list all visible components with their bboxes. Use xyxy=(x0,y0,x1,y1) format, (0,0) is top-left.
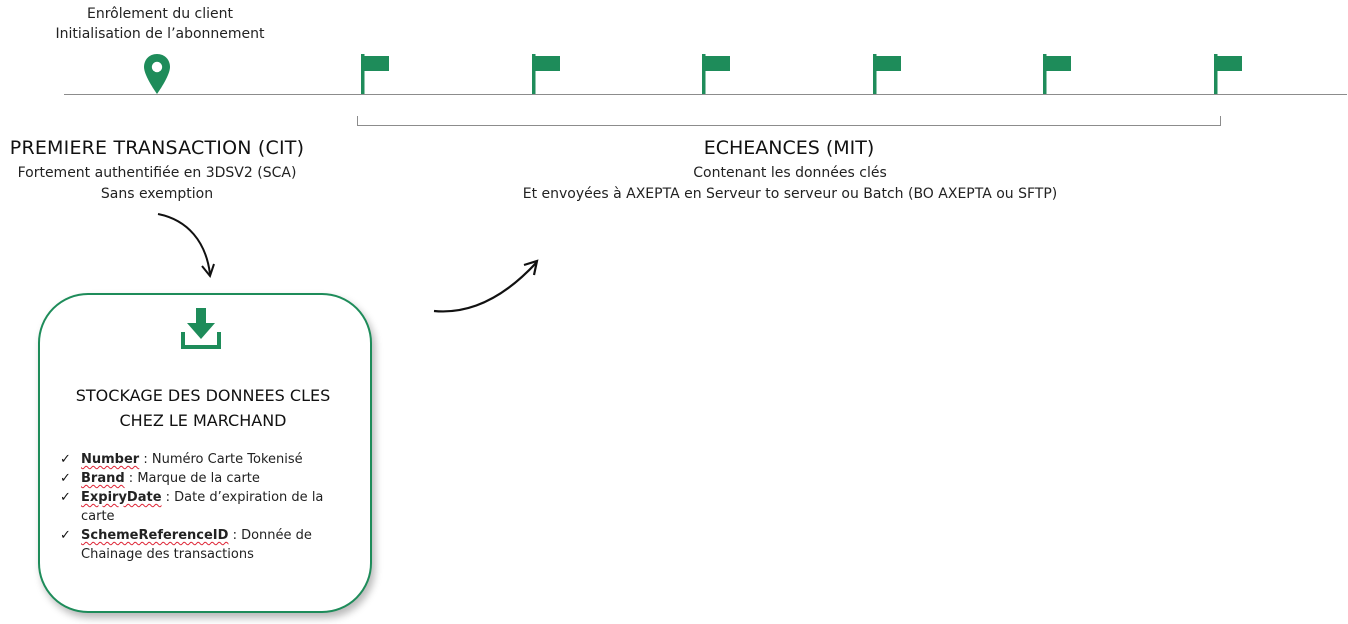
enrollment-label-line1: Enrôlement du client xyxy=(87,6,233,22)
key-name: SchemeReferenceID xyxy=(81,528,229,543)
download-icon xyxy=(181,308,221,349)
list-item: ✓ Number : Numéro Carte Tokenisé xyxy=(60,450,330,469)
storage-title-line1: STOCKAGE DES DONNEES CLES xyxy=(75,386,331,405)
key-desc: Donnée de Chainage des transactions xyxy=(81,528,312,562)
checkmark-icon: ✓ xyxy=(60,528,71,543)
key-desc: Numéro Carte Tokenisé xyxy=(151,452,303,467)
flag-icon xyxy=(1214,54,1242,94)
storage-card-title: STOCKAGE DES DONNEES CLES CHEZ LE MARCHA… xyxy=(40,383,366,433)
key-desc: Date d’expiration de la carte xyxy=(81,490,324,524)
cit-title: PREMIERE TRANSACTION (CIT) xyxy=(9,137,305,159)
mit-desc-line2: Et envoyées à AXEPTA en Serveur to serve… xyxy=(522,186,1058,202)
mit-desc-line1: Contenant les données clés xyxy=(693,165,887,181)
list-item: ✓ Brand : Marque de la carte xyxy=(60,469,330,488)
key-separator: : xyxy=(228,528,242,543)
key-separator: : xyxy=(124,471,138,486)
curved-arrow-down xyxy=(157,213,215,279)
cit-desc-line2: Sans exemption xyxy=(100,186,214,202)
checkmark-icon: ✓ xyxy=(60,452,71,467)
storage-title-line2: CHEZ LE MARCHAND xyxy=(119,411,287,430)
timeline-line xyxy=(64,94,1347,95)
enrollment-label: Enrôlement du client Initialisation de l… xyxy=(40,4,280,44)
key-desc: Marque de la carte xyxy=(137,471,260,486)
enrollment-label-line2: Initialisation de l’abonnement xyxy=(55,26,265,42)
key-name: ExpiryDate xyxy=(81,490,162,505)
key-separator: : xyxy=(139,452,152,467)
curved-arrow-right xyxy=(433,259,539,313)
key-name: Number xyxy=(81,452,140,467)
flag-icon xyxy=(1043,54,1071,94)
list-item: ✓ ExpiryDate : Date d’expiration de la c… xyxy=(60,488,330,526)
key-name: Brand xyxy=(81,471,125,486)
flag-icon xyxy=(702,54,730,94)
checkmark-icon: ✓ xyxy=(60,471,71,486)
flag-icon xyxy=(532,54,560,94)
key-separator: : xyxy=(161,490,175,505)
flag-icon xyxy=(873,54,901,94)
flag-icon xyxy=(361,54,389,94)
cit-description: Fortement authentifiée en 3DSV2 (SCA) Sa… xyxy=(0,163,314,205)
key-data-list: ✓ Number : Numéro Carte Tokenisé ✓ Brand… xyxy=(60,450,330,564)
mit-title: ECHEANCES (MIT) xyxy=(703,137,875,159)
mit-bracket xyxy=(357,116,1221,126)
map-pin-icon xyxy=(144,54,170,94)
cit-desc-line1: Fortement authentifiée en 3DSV2 (SCA) xyxy=(17,165,297,181)
mit-description: Contenant les données clés Et envoyées à… xyxy=(440,163,1140,205)
list-item: ✓ SchemeReferenceID : Donnée de Chainage… xyxy=(60,526,330,564)
checkmark-icon: ✓ xyxy=(60,490,71,505)
